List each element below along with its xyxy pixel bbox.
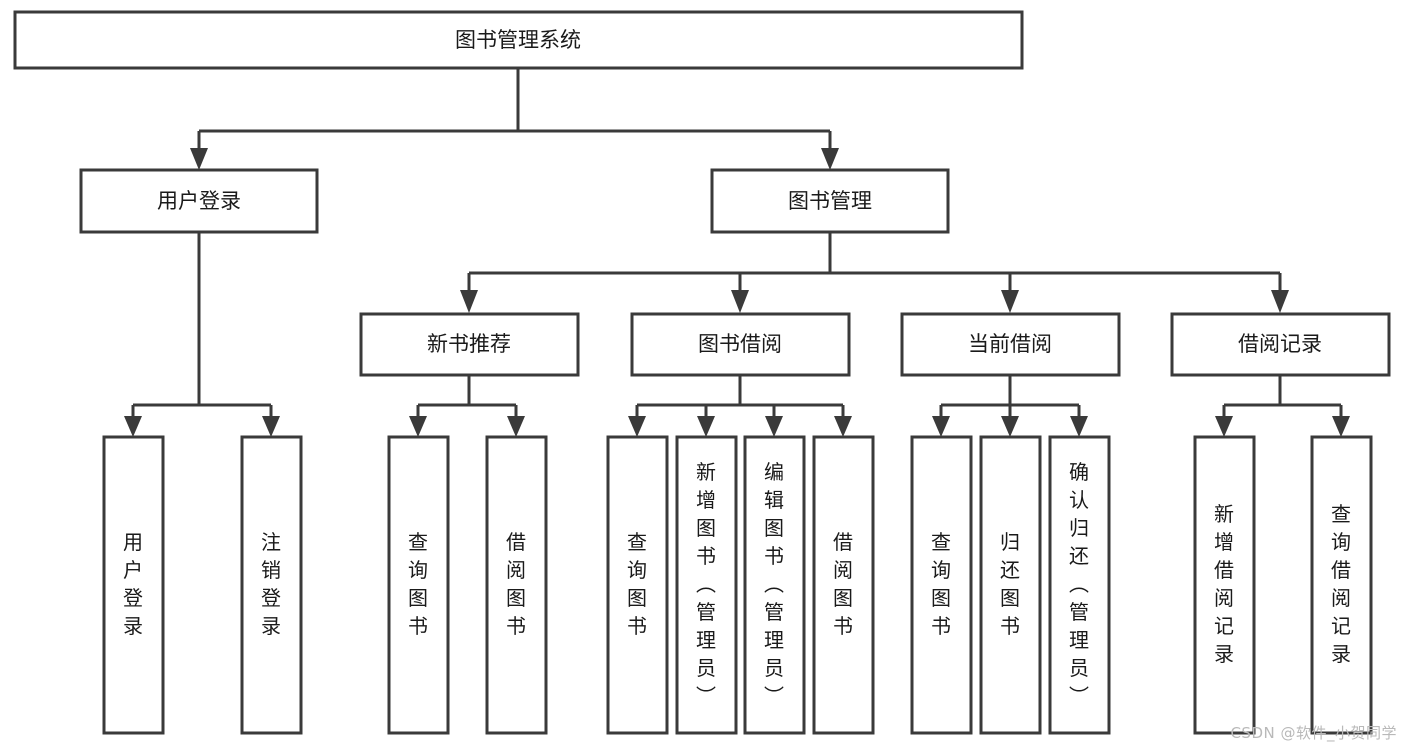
node-book-manage[interactable]: 图书管理 xyxy=(710,168,950,234)
node-leaf-query-book-2[interactable]: 查询图书 xyxy=(606,435,669,735)
node-leaf-borrow-book-1-label: 借阅图书 xyxy=(506,530,526,638)
node-user-login-box[interactable] xyxy=(79,168,319,234)
connector-layer xyxy=(124,68,1350,437)
node-user-login-label: 用户登录 xyxy=(157,189,241,213)
node-new-book-rec[interactable]: 新书推荐 xyxy=(359,312,580,377)
arrowhead-leaf-borrow-book-2 xyxy=(834,416,852,437)
node-current-borrow-box[interactable] xyxy=(900,312,1121,377)
node-leaf-user-logout[interactable]: 注销登录 xyxy=(240,435,303,735)
node-leaf-query-book-1-label: 查询图书 xyxy=(408,530,428,638)
arrowhead-leaf-user-logout xyxy=(262,416,280,437)
arrowhead-leaf-query-book-2 xyxy=(628,416,646,437)
node-user-login[interactable]: 用户登录 xyxy=(79,168,319,234)
node-leaf-user-login-label: 用户登录 xyxy=(123,530,143,638)
node-leaf-add-book-box[interactable] xyxy=(675,435,738,735)
arrowhead-new-book-rec xyxy=(460,290,478,313)
arrowhead-user-login xyxy=(190,148,208,170)
node-leaf-borrow-book-2[interactable]: 借阅图书 xyxy=(812,435,875,735)
node-leaf-return-book-box[interactable] xyxy=(979,435,1042,735)
node-book-borrow[interactable]: 图书借阅 xyxy=(630,312,851,377)
node-new-book-rec-box[interactable] xyxy=(359,312,580,377)
node-leaf-query-record[interactable]: 查询借阅记录 xyxy=(1310,435,1373,735)
node-leaf-query-book-1-box[interactable] xyxy=(387,435,450,735)
node-leaf-borrow-book-2-label: 借阅图书 xyxy=(833,530,853,638)
arrowhead-leaf-return-book xyxy=(1001,416,1019,437)
node-leaf-query-record-label: 查询借阅记录 xyxy=(1331,502,1351,666)
node-leaf-confirm-return[interactable]: 确认归还︵管理员︶ xyxy=(1048,435,1111,735)
node-leaf-add-record-box[interactable] xyxy=(1193,435,1256,735)
node-leaf-edit-book-label: 编辑图书︵管理员︶ xyxy=(764,460,784,708)
node-borrow-record[interactable]: 借阅记录 xyxy=(1170,312,1391,377)
node-leaf-query-book-3-label: 查询图书 xyxy=(931,530,951,638)
node-leaf-query-record-box[interactable] xyxy=(1310,435,1373,735)
arrowhead-leaf-user-login xyxy=(124,416,142,437)
node-leaf-user-logout-box[interactable] xyxy=(240,435,303,735)
arrowhead-book-manage xyxy=(821,148,839,170)
node-leaf-return-book[interactable]: 归还图书 xyxy=(979,435,1042,735)
arrowhead-leaf-query-book-3 xyxy=(932,416,950,437)
node-leaf-add-record-label: 新增借阅记录 xyxy=(1214,502,1234,666)
node-new-book-rec-label: 新书推荐 xyxy=(427,332,511,356)
node-leaf-query-book-3[interactable]: 查询图书 xyxy=(910,435,973,735)
node-leaf-query-book-2-label: 查询图书 xyxy=(627,530,647,638)
node-book-borrow-box[interactable] xyxy=(630,312,851,377)
node-leaf-edit-book[interactable]: 编辑图书︵管理员︶ xyxy=(743,435,806,735)
node-leaf-query-book-1[interactable]: 查询图书 xyxy=(387,435,450,735)
node-book-manage-label: 图书管理 xyxy=(788,189,872,213)
node-leaf-user-logout-label: 注销登录 xyxy=(261,530,281,638)
node-current-borrow[interactable]: 当前借阅 xyxy=(900,312,1121,377)
node-leaf-add-book-label: 新增图书︵管理员︶ xyxy=(696,460,716,708)
node-leaf-user-login-box[interactable] xyxy=(102,435,165,735)
arrowhead-borrow-record xyxy=(1271,290,1289,313)
node-book-manage-box[interactable] xyxy=(710,168,950,234)
node-root[interactable]: 图书管理系统 xyxy=(13,10,1024,70)
node-leaf-query-book-3-box[interactable] xyxy=(910,435,973,735)
arrowhead-leaf-add-book xyxy=(697,416,715,437)
node-book-borrow-label: 图书借阅 xyxy=(698,332,782,356)
node-leaf-borrow-book-1[interactable]: 借阅图书 xyxy=(485,435,548,735)
node-leaf-return-book-label: 归还图书 xyxy=(1000,530,1020,638)
arrowhead-current-borrow xyxy=(1001,290,1019,313)
arrowhead-leaf-query-record xyxy=(1332,416,1350,437)
node-leaf-confirm-return-box[interactable] xyxy=(1048,435,1111,735)
node-root-box[interactable] xyxy=(13,10,1024,70)
node-leaf-borrow-book-2-box[interactable] xyxy=(812,435,875,735)
arrowhead-leaf-add-record xyxy=(1215,416,1233,437)
node-current-borrow-label: 当前借阅 xyxy=(968,332,1052,356)
node-leaf-user-login[interactable]: 用户登录 xyxy=(102,435,165,735)
node-leaf-confirm-return-label: 确认归还︵管理员︶ xyxy=(1069,460,1089,708)
arrowhead-leaf-confirm-return xyxy=(1070,416,1088,437)
node-leaf-borrow-book-1-box[interactable] xyxy=(485,435,548,735)
node-root-label: 图书管理系统 xyxy=(455,28,581,52)
arrowhead-leaf-query-book-1 xyxy=(409,416,427,437)
node-borrow-record-label: 借阅记录 xyxy=(1238,332,1322,356)
watermark: CSDN @软件_小贺同学 xyxy=(1230,724,1397,742)
arrowhead-leaf-borrow-book-1 xyxy=(507,416,525,437)
node-leaf-add-record[interactable]: 新增借阅记录 xyxy=(1193,435,1256,735)
arrowhead-leaf-edit-book xyxy=(765,416,783,437)
node-leaf-edit-book-box[interactable] xyxy=(743,435,806,735)
node-leaf-query-book-2-box[interactable] xyxy=(606,435,669,735)
arrowhead-book-borrow xyxy=(731,290,749,313)
node-leaf-add-book[interactable]: 新增图书︵管理员︶ xyxy=(675,435,738,735)
node-borrow-record-box[interactable] xyxy=(1170,312,1391,377)
